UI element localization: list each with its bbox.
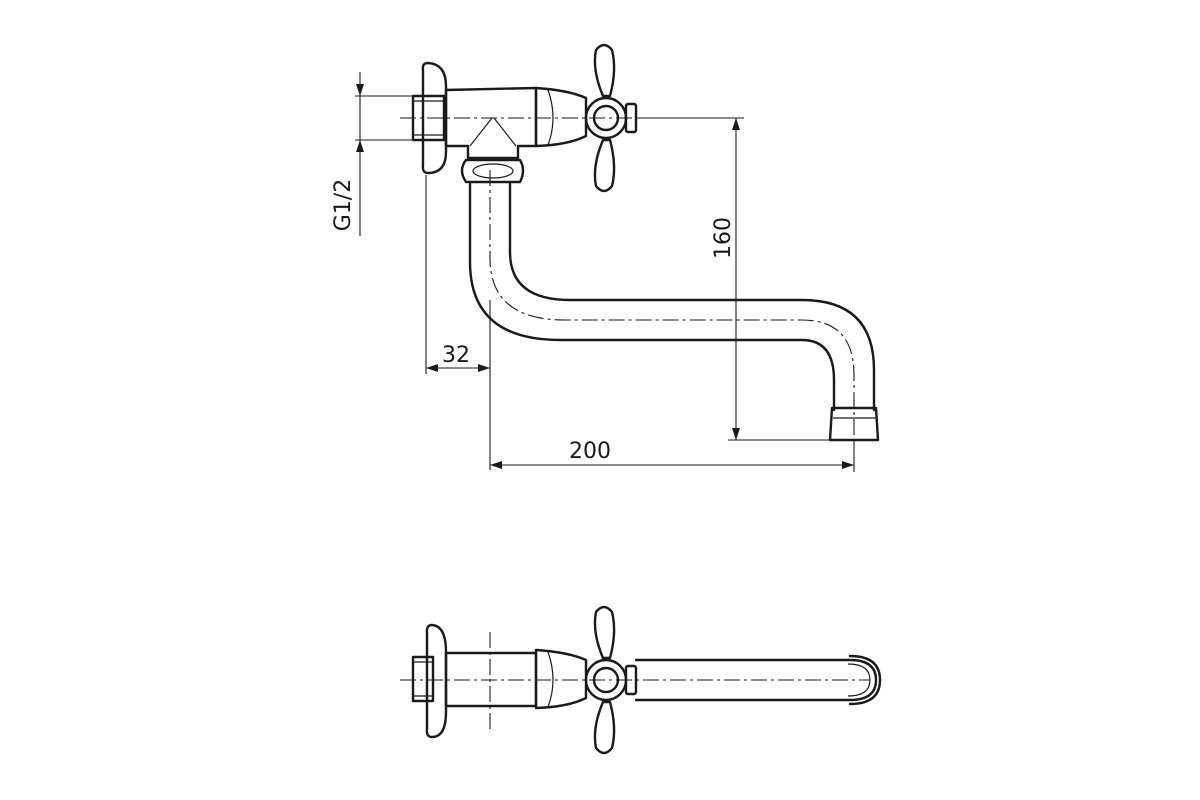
swivel-nut bbox=[460, 158, 525, 184]
thread-connector-top bbox=[411, 655, 435, 703]
cross-handle-side bbox=[584, 43, 638, 193]
dim-reach-label: 200 bbox=[569, 439, 611, 464]
aerator bbox=[828, 406, 880, 442]
dim-thread-label: G1/2 bbox=[331, 179, 356, 231]
dim-thread: G1/2 bbox=[331, 72, 412, 236]
wall-flange bbox=[421, 61, 448, 175]
dimensions: G1/2 32 160 200 bbox=[331, 72, 855, 472]
top-view bbox=[400, 605, 882, 755]
side-view bbox=[400, 43, 880, 445]
valve-bonnet bbox=[534, 86, 588, 148]
dim-offset-label: 32 bbox=[442, 343, 470, 368]
valve-body bbox=[444, 86, 538, 160]
dim-height-label: 160 bbox=[711, 217, 736, 259]
spout-outer bbox=[468, 182, 836, 412]
center-line-spout bbox=[489, 170, 855, 445]
spout-inner bbox=[508, 182, 876, 412]
wall-flange-top bbox=[425, 623, 448, 739]
dim-height: 160 bbox=[636, 117, 830, 441]
spout-top bbox=[634, 658, 878, 702]
valve-bonnet-top bbox=[534, 648, 588, 710]
dim-reach: 200 bbox=[490, 439, 855, 472]
dim-offset: 32 bbox=[425, 175, 491, 470]
